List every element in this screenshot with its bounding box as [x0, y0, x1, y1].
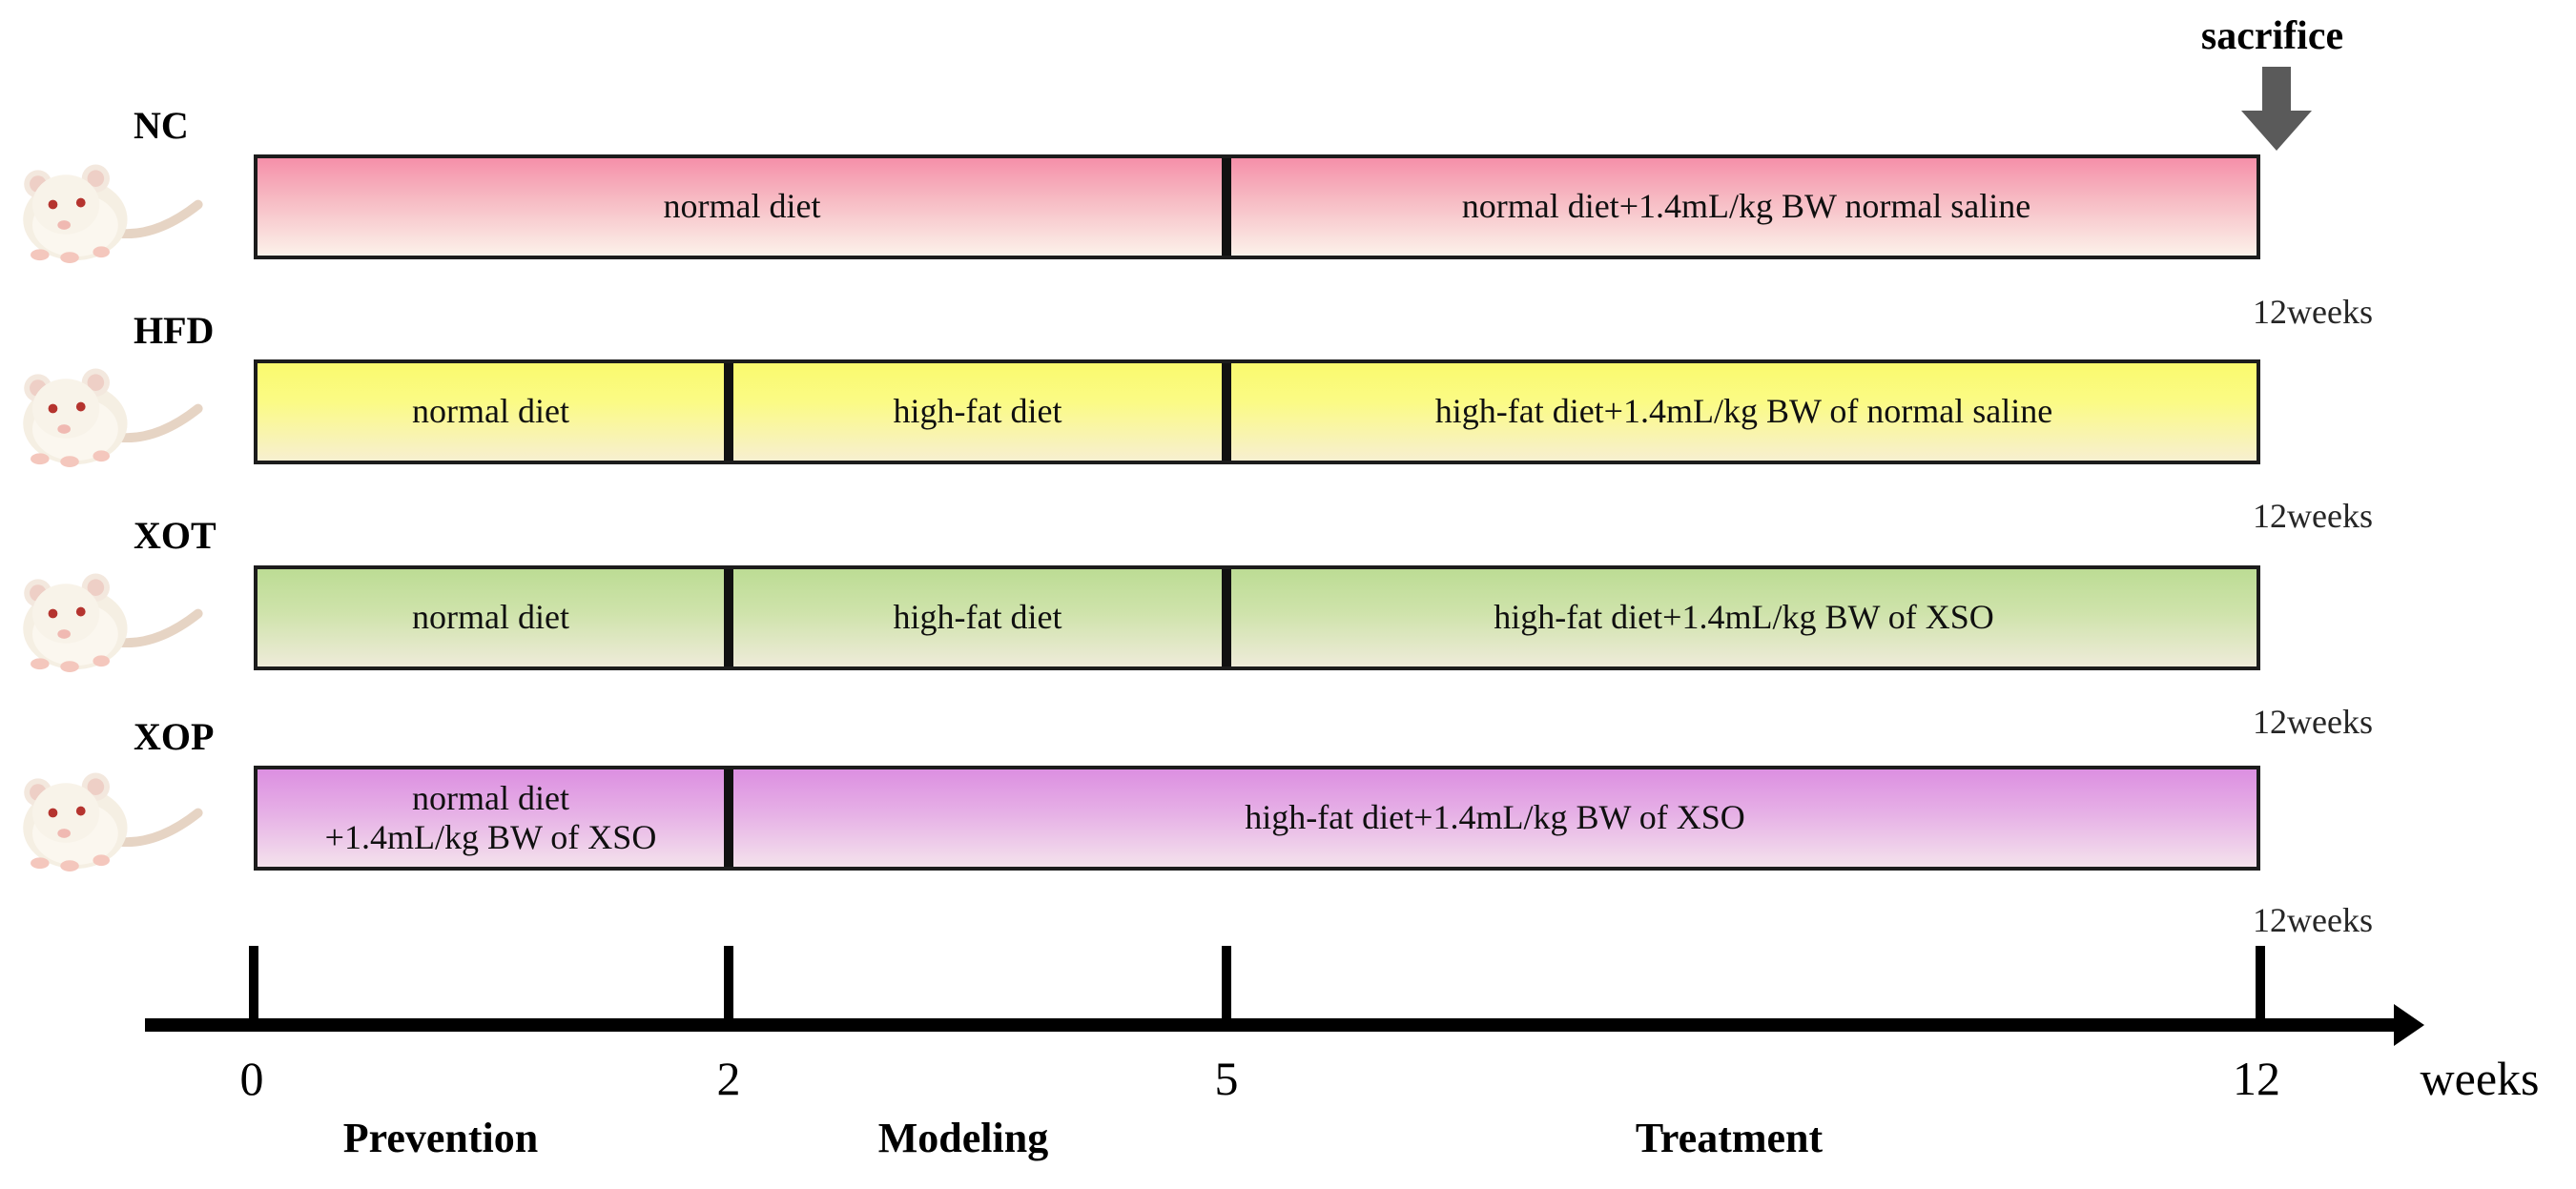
group-label-xot: XOT: [134, 514, 216, 557]
phase-label-treatment: Treatment: [1635, 1115, 1824, 1161]
diet-bar-xot: normal diet high-fat diet high-fat diet+…: [254, 565, 2260, 670]
duration-label: 12weeks: [2253, 703, 2373, 741]
segment-divider: [724, 769, 733, 867]
sacrifice-arrow-icon: [2241, 67, 2312, 151]
diet-bar-xop: normal diet +1.4mL/kg BW of XSO high-fat…: [254, 766, 2260, 871]
phase-label-prevention: Prevention: [342, 1115, 539, 1161]
segment-divider: [724, 569, 733, 666]
tick-label-5: 5: [1214, 1052, 1239, 1105]
group-label-hfd: HFD: [134, 309, 215, 352]
bar-segment: high-fat diet: [893, 392, 1062, 431]
rat-image: [23, 573, 203, 672]
rat-image: [23, 164, 203, 263]
tick-label-0: 0: [239, 1052, 264, 1105]
segment-divider: [1222, 569, 1231, 666]
tick-label-2: 2: [716, 1052, 741, 1105]
rat-image: [23, 772, 203, 871]
timeline-arrowhead-icon: [2394, 1004, 2424, 1046]
bar-segment: high-fat diet+1.4mL/kg BW of normal sali…: [1434, 392, 2053, 431]
bar-segment: normal diet: [412, 392, 569, 431]
timeline-tick: [724, 946, 733, 1020]
timeline-tick: [249, 946, 258, 1020]
bar-segment: normal diet+1.4mL/kg BW normal saline: [1461, 187, 2031, 226]
sacrifice-label: sacrifice: [2200, 14, 2344, 58]
bar-segment: normal diet: [412, 598, 569, 637]
timeline-axis: [145, 1018, 2396, 1032]
duration-label: 12weeks: [2253, 901, 2373, 939]
segment-divider: [1222, 363, 1231, 461]
tick-label-12: 12: [2233, 1052, 2280, 1105]
duration-label: 12weeks: [2253, 293, 2373, 331]
timeline-tick: [1222, 946, 1231, 1020]
bar-segment: normal diet +1.4mL/kg BW of XSO: [324, 778, 657, 856]
bar-segment: high-fat diet: [893, 598, 1062, 637]
bar-segment: normal diet: [663, 187, 821, 226]
phase-label-modeling: Modeling: [877, 1115, 1049, 1161]
segment-divider: [724, 363, 733, 461]
duration-label: 12weeks: [2253, 497, 2373, 535]
diet-bar-hfd: normal diet high-fat diet high-fat diet+…: [254, 359, 2260, 464]
timeline-tick: [2256, 946, 2265, 1020]
diet-bar-nc: normal diet normal diet+1.4mL/kg BW norm…: [254, 154, 2260, 259]
group-label-xop: XOP: [134, 715, 215, 758]
segment-divider: [1222, 158, 1231, 256]
group-label-nc: NC: [134, 104, 189, 147]
bar-segment: high-fat diet+1.4mL/kg BW of XSO: [1494, 598, 1994, 637]
bar-segment: high-fat diet+1.4mL/kg BW of XSO: [1245, 798, 1745, 837]
weeks-unit-label: weeks: [2420, 1052, 2540, 1105]
rat-image: [23, 368, 203, 467]
